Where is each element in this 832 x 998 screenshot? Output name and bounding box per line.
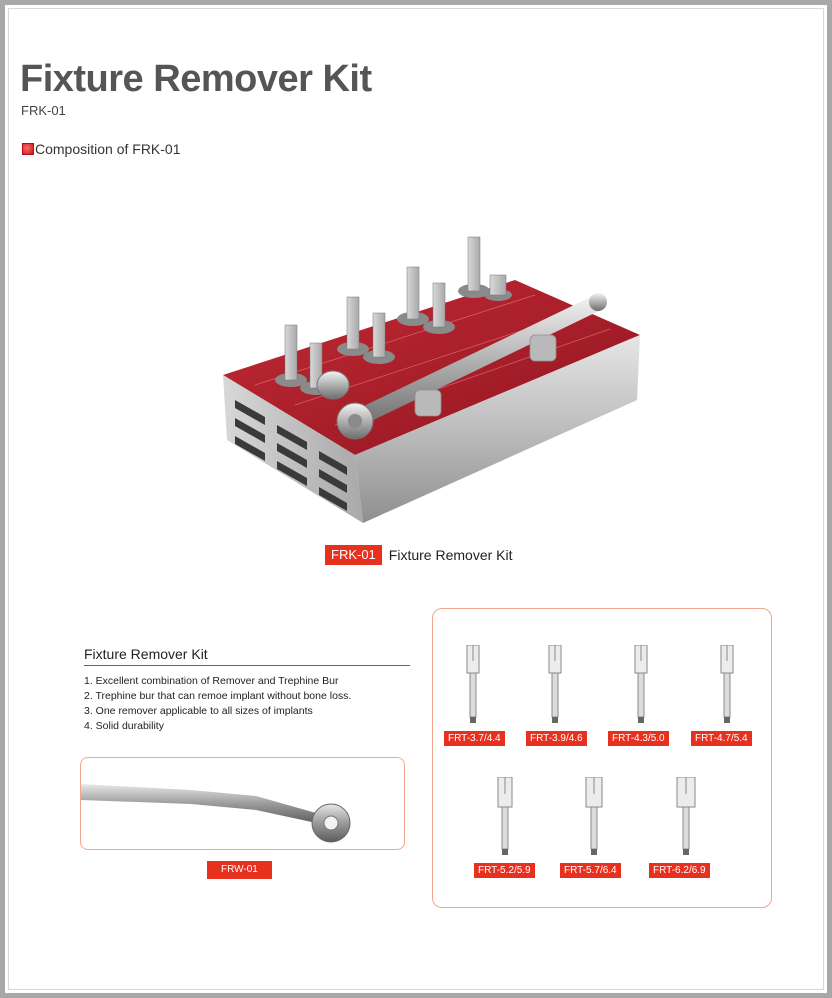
model-code: FRK-01	[21, 103, 66, 118]
feature-item: 2. Trephine bur that can remoe implant w…	[84, 690, 352, 702]
photo-caption: FRK-01 Fixture Remover Kit	[325, 545, 513, 565]
trephine-bur-tag: FRT-6.2/6.9	[649, 863, 710, 878]
section-label: Composition of FRK-01	[35, 141, 181, 157]
wrench-code-tag: FRW-01	[207, 861, 272, 879]
feature-item: 3. One remover applicable to all sizes o…	[84, 705, 313, 717]
trephine-bur-tag: FRT-3.9/4.6	[526, 731, 587, 746]
trephine-bur-icon	[634, 645, 648, 723]
trephine-bur-tag: FRT-5.7/6.4	[560, 863, 621, 878]
wrench-image-box	[80, 757, 405, 850]
description-title: Fixture Remover Kit	[84, 646, 208, 662]
trephine-bur-icon	[466, 645, 480, 723]
trephine-bur-tag: FRT-3.7/4.4	[444, 731, 505, 746]
feature-item: 1. Excellent combination of Remover and …	[84, 675, 339, 687]
trephine-bur-tag: FRT-5.2/5.9	[474, 863, 535, 878]
kit-product-photo	[223, 236, 640, 523]
feature-item: 4. Solid durability	[84, 720, 164, 732]
trephine-bur-icon	[676, 777, 696, 855]
trephine-bur-box	[432, 608, 772, 908]
trephine-bur-tag: FRT-4.3/5.0	[608, 731, 669, 746]
section-heading: Composition of FRK-01	[22, 141, 181, 157]
caption-code-tag: FRK-01	[325, 545, 382, 565]
content-border	[8, 8, 824, 990]
caption-name: Fixture Remover Kit	[388, 547, 513, 563]
page-title: Fixture Remover Kit	[20, 58, 372, 100]
trephine-bur-icon	[585, 777, 603, 855]
feature-list: 1. Excellent combination of Remover and …	[84, 674, 351, 734]
trephine-bur-icon	[497, 777, 513, 855]
trephine-bur-tag: FRT-4.7/5.4	[691, 731, 752, 746]
trephine-bur-icon	[720, 645, 734, 723]
description-divider	[84, 665, 410, 666]
red-square-bullet-icon	[22, 143, 34, 155]
wrench-photo	[81, 784, 351, 843]
trephine-bur-icon	[548, 645, 562, 723]
